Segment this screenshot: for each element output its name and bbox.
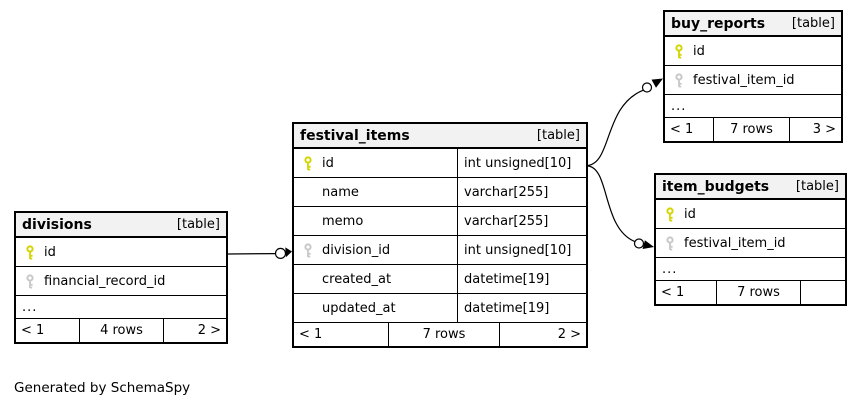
relations-in-count: < 1 (656, 281, 717, 304)
column-name: id (693, 43, 705, 59)
foreign-key-icon (25, 273, 36, 289)
column-id: id int unsigned[10] (294, 149, 586, 177)
table-title: divisions (22, 216, 92, 233)
relations-in-count: < 1 (294, 323, 389, 346)
column-type: varchar[255] (464, 184, 549, 200)
column-name: division_id (322, 242, 391, 258)
hidden-columns-ellipsis: ... (665, 94, 841, 117)
table-footer: < 1 4 rows 2 > (16, 318, 226, 342)
column-memo: memo varchar[255] (294, 206, 586, 235)
column-name: id (322, 155, 334, 171)
column-name: festival_item_id (684, 235, 786, 251)
relation-circle (274, 247, 287, 259)
table-buy-reports[interactable]: buy_reports [table] id festival_item_id … (663, 10, 843, 143)
table-title: festival_items (300, 127, 410, 144)
relations-out-count: 2 > (197, 323, 221, 338)
primary-key-icon (674, 43, 685, 59)
hidden-columns-ellipsis: ... (656, 257, 845, 280)
column-type: datetime[19] (464, 300, 550, 316)
relation-arrowhead-icon (651, 78, 663, 88)
relations-in-count: < 1 (16, 319, 80, 342)
table-header[interactable]: buy_reports [table] (665, 12, 841, 37)
column-created-at: created_at datetime[19] (294, 264, 586, 293)
table-kind-label: [table] (176, 217, 220, 232)
row-count: 7 rows (717, 281, 801, 304)
table-title: buy_reports (671, 15, 766, 32)
relation-line (587, 89, 644, 167)
column-type: datetime[19] (464, 271, 550, 287)
primary-key-icon (665, 206, 676, 222)
column-type: int unsigned[10] (464, 242, 572, 258)
relation-circle (641, 82, 653, 93)
row-count: 7 rows (714, 118, 790, 141)
table-item-budgets[interactable]: item_budgets [table] id festival_item_id… (654, 173, 847, 306)
foreign-key-icon (303, 242, 314, 258)
foreign-key-icon (674, 72, 685, 88)
column-name-field: name varchar[255] (294, 177, 586, 206)
column-type: varchar[255] (464, 213, 549, 229)
relation-festival-items-to-buy-reports (587, 78, 663, 167)
column-id: id (656, 200, 845, 228)
table-divisions[interactable]: divisions [table] id financial_record_id… (14, 211, 228, 344)
relation-line (587, 165, 636, 243)
column-name: financial_record_id (44, 273, 166, 289)
column-type: int unsigned[10] (464, 155, 572, 171)
table-header[interactable]: divisions [table] (16, 213, 226, 238)
relation-festival-items-to-item-budgets (587, 165, 654, 249)
relation-arrowhead-icon (642, 240, 654, 249)
table-kind-label: [table] (536, 128, 580, 143)
table-header[interactable]: item_budgets [table] (656, 175, 845, 200)
column-festival-item-id: festival_item_id (665, 65, 841, 94)
relation-circle (633, 238, 645, 249)
row-count: 7 rows (389, 323, 500, 346)
relation-arrowhead-icon (285, 247, 292, 258)
table-title: item_budgets (662, 178, 770, 195)
row-count: 4 rows (80, 319, 164, 342)
column-name: id (684, 206, 696, 222)
table-footer: < 1 7 rows 2 > (294, 322, 586, 346)
relations-out-count (801, 281, 845, 304)
table-footer: < 1 7 rows (656, 280, 845, 304)
column-name: updated_at (322, 300, 396, 316)
table-header[interactable]: festival_items [table] (294, 124, 586, 149)
relations-in-count: < 1 (665, 118, 714, 141)
table-footer: < 1 7 rows 3 > (665, 117, 841, 141)
column-id: id (16, 238, 226, 266)
primary-key-icon (303, 155, 314, 171)
primary-key-icon (25, 244, 36, 260)
hidden-columns-ellipsis: ... (16, 295, 226, 318)
table-festival-items[interactable]: festival_items [table] id int unsigned[1… (292, 122, 588, 348)
column-name: festival_item_id (693, 72, 795, 88)
column-financial-record-id: financial_record_id (16, 266, 226, 295)
relations-out-count: 2 > (557, 327, 581, 342)
column-division-id: division_id int unsigned[10] (294, 235, 586, 264)
column-id: id (665, 37, 841, 65)
relation-divisions-to-festival-items (227, 247, 292, 259)
foreign-key-icon (665, 235, 676, 251)
table-kind-label: [table] (791, 16, 835, 31)
column-updated-at: updated_at datetime[19] (294, 293, 586, 322)
column-name: id (44, 244, 56, 260)
generator-credit: Generated by SchemaSpy (14, 380, 191, 396)
column-name: memo (322, 213, 364, 229)
column-festival-item-id: festival_item_id (656, 228, 845, 257)
relations-out-count: 3 > (812, 122, 836, 137)
column-name: name (322, 184, 359, 200)
column-name: created_at (322, 271, 392, 287)
table-kind-label: [table] (795, 179, 839, 194)
